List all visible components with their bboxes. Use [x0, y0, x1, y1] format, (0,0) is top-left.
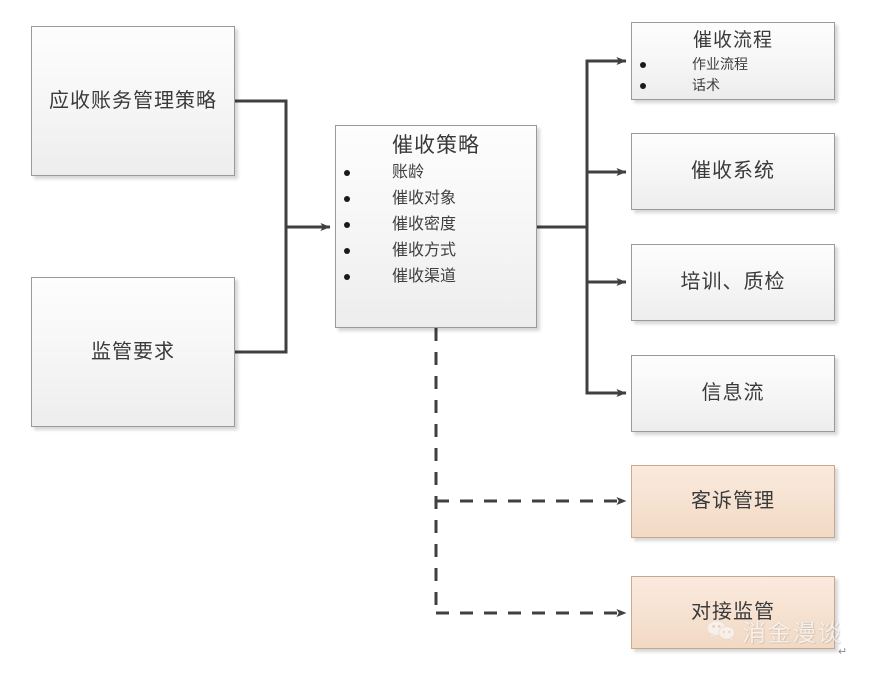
- paragraph-mark: ↵: [838, 646, 848, 658]
- node-output-collection-process[interactable]: 催收流程 作业流程 话术: [631, 22, 835, 100]
- list-item: 作业流程: [632, 55, 834, 76]
- list-item: 催收密度: [336, 212, 536, 238]
- node-center-collection-strategy[interactable]: 催收策略 账龄 催收对象 催收密度 催收方式 催收渠道: [335, 125, 537, 328]
- node-center-title: 催收策略: [392, 133, 480, 157]
- node-output-collection-process-title: 催收流程: [692, 30, 773, 51]
- wire-input1-to-center: [233, 99, 288, 229]
- node-input-receivables[interactable]: 应收账务管理策略: [31, 26, 235, 176]
- node-output-complaint-management[interactable]: 客诉管理: [631, 465, 835, 538]
- list-item: 催收方式: [336, 238, 536, 264]
- node-output-collection-process-bullets: 作业流程 话术: [632, 55, 834, 97]
- node-output-information-flow[interactable]: 信息流: [631, 355, 835, 432]
- list-item: 账龄: [336, 160, 536, 186]
- list-item: 催收对象: [336, 186, 536, 212]
- node-input-regulatory-label: 监管要求: [91, 340, 175, 363]
- node-output-information-flow-label: 信息流: [701, 382, 765, 404]
- node-output-collection-system[interactable]: 催收系统: [631, 133, 835, 210]
- list-item: 催收渠道: [336, 264, 536, 290]
- node-output-regulator-interface[interactable]: 对接监管: [631, 576, 835, 649]
- node-output-collection-system-label: 催收系统: [691, 160, 775, 182]
- node-input-receivables-label: 应收账务管理策略: [49, 89, 217, 112]
- list-item: 话术: [632, 76, 834, 97]
- node-center-bullet-list: 账龄 催收对象 催收密度 催收方式 催收渠道: [336, 160, 536, 290]
- node-output-training-qc[interactable]: 培训、质检: [631, 244, 835, 321]
- node-input-regulatory[interactable]: 监管要求: [31, 277, 235, 427]
- node-output-regulator-interface-label: 对接监管: [691, 601, 775, 623]
- node-output-training-qc-label: 培训、质检: [680, 271, 786, 293]
- wire-input2-to-center: [233, 225, 288, 354]
- node-output-complaint-management-label: 客诉管理: [691, 490, 775, 512]
